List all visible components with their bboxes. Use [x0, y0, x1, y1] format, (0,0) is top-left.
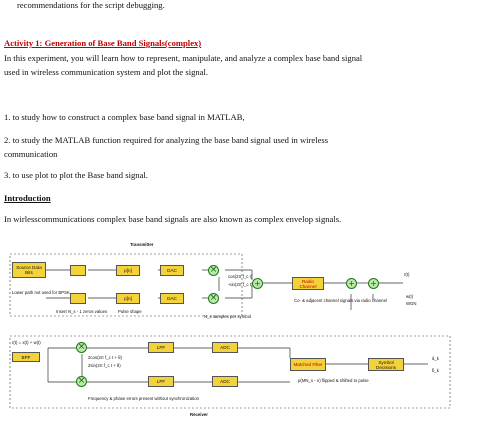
mixer-top	[208, 265, 219, 276]
objective-3: 3. to use plot to plot the Base band sig…	[4, 170, 148, 180]
intro-line-2: used in wireless communication system an…	[4, 67, 209, 77]
upsample-block-top	[70, 265, 86, 276]
top-line: recommendations for the script debugging…	[17, 0, 165, 10]
pulse-filter-top: p[n]	[116, 265, 140, 276]
cos-term: cos(2π f_c t)	[228, 274, 253, 279]
freq-phase-note: Frequency & phase errors present without…	[88, 396, 200, 401]
cos-rx-term: 2cos(2π f_c t + θ)	[88, 355, 122, 360]
pulse-shape-note: Pulse shape	[118, 309, 142, 314]
symbol-decisions-block: Symbol Decisions	[368, 358, 404, 371]
samples-per-symbol-note: N_s samples per symbol	[204, 314, 252, 319]
adder-tx: +	[252, 278, 263, 289]
pmn-note: p(MN_s - n) flipped & shifted to pulse	[298, 378, 369, 383]
wt-label: w(t)	[406, 294, 414, 299]
radio-channel-block: Radio Channel	[292, 277, 324, 290]
dac-top: DAC	[160, 265, 184, 276]
introduction-heading: Introduction	[4, 193, 51, 203]
mixer-bottom	[208, 293, 219, 304]
sin-term: -sin(2π f_c t)	[228, 282, 253, 287]
pulse-filter-bottom: p[n]	[116, 293, 140, 304]
rt-equation: r(t) = x(t) + w(t)	[12, 340, 41, 345]
rx-mixer-top	[76, 342, 87, 353]
rx-mixer-bottom	[76, 376, 87, 387]
lower-path-note: Lower path not used for BPSK	[12, 290, 70, 295]
adjacent-channel-note: Co- & adjacent channel signals via radio…	[294, 298, 387, 303]
bpf-block: BPF	[12, 352, 40, 362]
lpf-bottom: LPF	[148, 376, 174, 387]
multiply-icon: ×	[77, 376, 86, 386]
upsample-block-bottom	[70, 293, 86, 304]
insert-zeros-note: Insert N_s - 1 zeros values	[56, 309, 108, 314]
ak-output: â_k	[432, 356, 439, 361]
multiply-icon: ×	[77, 342, 86, 352]
dac-bottom: DAC	[160, 293, 184, 304]
objective-2-cont: communication	[4, 149, 58, 159]
multiply-icon: ×	[209, 265, 218, 275]
intro-line-1: In this experiment, you will learn how t…	[4, 53, 363, 63]
adder-noise: +	[368, 278, 379, 289]
diagram-wires	[9, 253, 451, 409]
receiver-label: Receiver	[190, 412, 208, 417]
introduction-text: In wirlesscommunications complex base ba…	[4, 214, 342, 224]
adc-top: ADC	[212, 342, 238, 353]
multiply-icon: ×	[209, 293, 218, 303]
matched-filter-block: Matched Filter	[290, 358, 326, 371]
adder-interference: +	[346, 278, 357, 289]
transmitter-label: Transmitter	[130, 242, 154, 247]
source-data-bits-block: Source Data Bits	[12, 262, 46, 278]
rt-label: r(t)	[404, 272, 410, 277]
lpf-top: LPF	[148, 342, 174, 353]
sin-rx-term: 2sin(2π f_c t + θ)	[88, 363, 121, 368]
wgn-label: WGN	[406, 301, 417, 306]
bk-output: b̂_k	[432, 368, 439, 373]
block-diagram: Transmitter Receiver Source Data Bits p[…	[8, 240, 470, 422]
objective-1: 1. to study how to construct a complex b…	[4, 112, 245, 122]
objective-2: 2. to study the MATLAB function required…	[4, 135, 329, 145]
adc-bottom: ADC	[212, 376, 238, 387]
activity-title: Activity 1: Generation of Base Band Sign…	[4, 38, 202, 48]
